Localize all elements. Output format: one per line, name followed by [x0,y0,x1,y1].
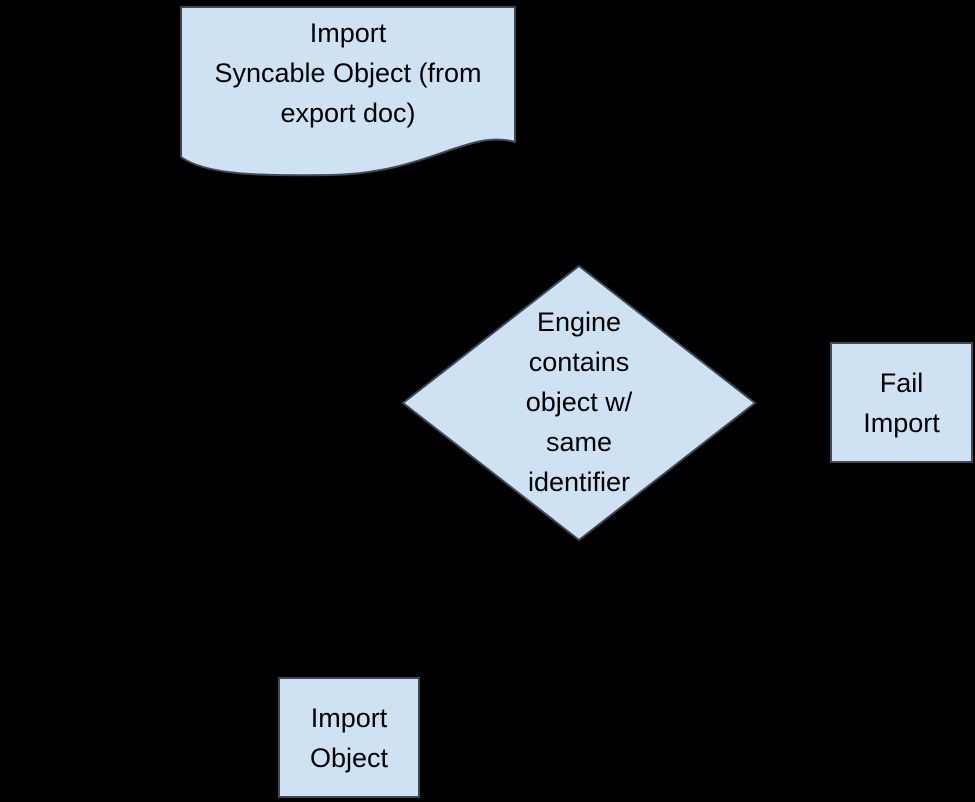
process-node-fail-import: Fail Import [830,342,973,463]
decision-diamond-engine-contains [401,264,757,542]
document-node-label: Import Syncable Object (from export doc) [214,18,482,128]
document-shape-import-syncable [180,6,516,177]
decision-node-label: Engine contains object w/ same identifie… [525,307,633,497]
fail-import-label: Fail Import [863,367,940,438]
import-object-label: Import Object [309,702,389,773]
process-node-import-object: Import Object [278,677,420,798]
